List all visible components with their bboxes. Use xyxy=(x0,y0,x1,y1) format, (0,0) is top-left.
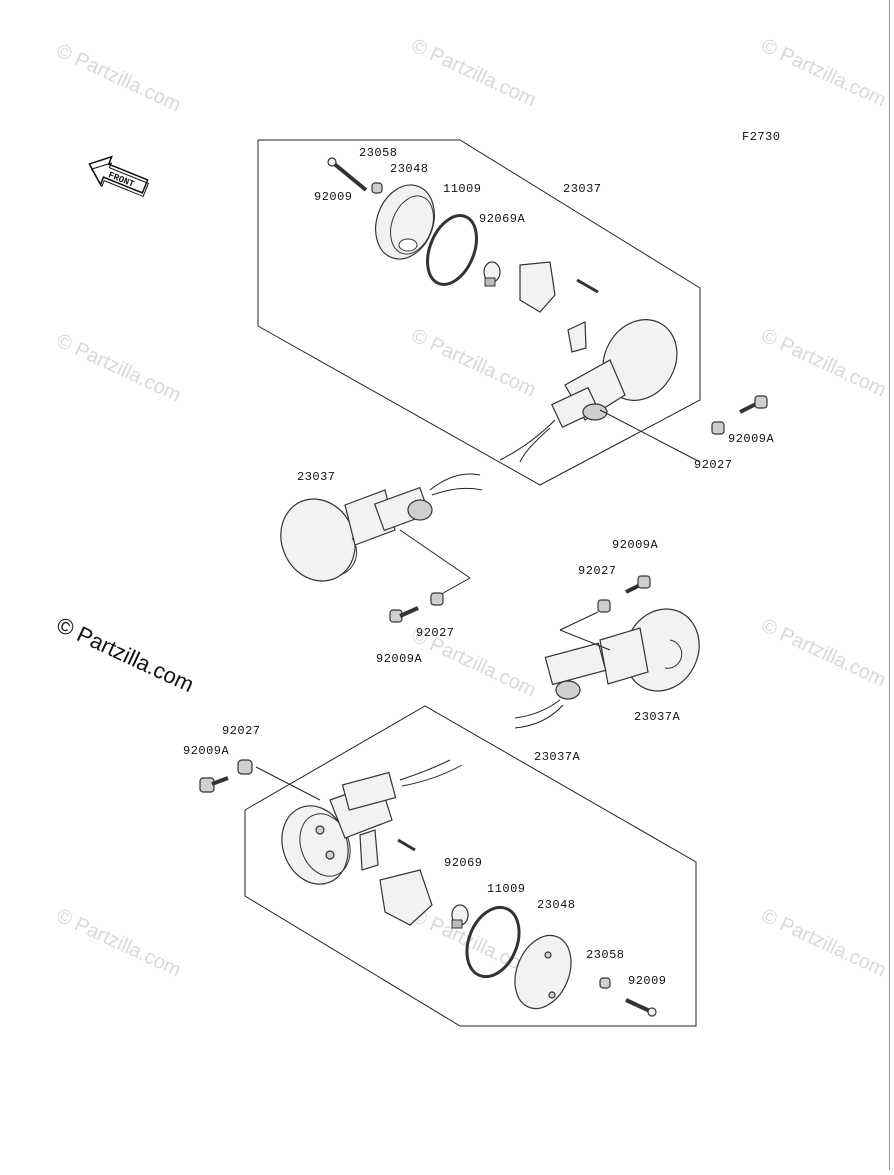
lens-23048 xyxy=(375,184,435,260)
housing-23037A-lower xyxy=(281,759,463,885)
bulb-92069 xyxy=(451,904,469,929)
part-label: 23048 xyxy=(390,162,429,176)
part-label: 23048 xyxy=(537,898,576,912)
housing-23037 xyxy=(499,319,678,463)
part-label: 23037 xyxy=(563,182,602,196)
part-label: 92069A xyxy=(479,212,526,226)
watermark: © Partzilla.com xyxy=(53,40,184,117)
small-screw xyxy=(576,278,599,294)
part-label: 23058 xyxy=(359,146,398,160)
small-screw xyxy=(397,838,416,852)
upper-assembly: 23058 23048 92009 11009 92069A 23037 920… xyxy=(257,139,775,486)
nut-23058 xyxy=(371,182,383,194)
part-label: 92009A xyxy=(376,652,423,666)
right-light-assembly: 92009A 92027 23037A xyxy=(514,538,700,729)
watermark-strong: © Partzilla.com xyxy=(53,612,198,697)
socket-bracket xyxy=(379,869,433,926)
upper-group-outline xyxy=(257,139,701,486)
part-label: 92009A xyxy=(183,744,230,758)
lower-group-outline xyxy=(244,705,697,1027)
part-label: 92027 xyxy=(694,458,733,472)
leader-line xyxy=(255,766,321,801)
part-label: 23058 xyxy=(586,948,625,962)
nut-23058 xyxy=(599,977,611,989)
bulb-92069A xyxy=(483,261,501,287)
clip xyxy=(359,829,379,871)
leader-line xyxy=(437,577,471,597)
watermark: © Partzilla.com xyxy=(53,330,184,407)
lower-assembly: 92027 92009A 23037A 92069 11009 23048 23… xyxy=(183,705,697,1027)
leader-line xyxy=(559,611,599,631)
watermark: © Partzilla.com xyxy=(53,905,184,982)
gasket-11009 xyxy=(426,214,478,286)
part-label: 92069 xyxy=(444,856,483,870)
leader-line xyxy=(599,409,701,463)
part-label: 92009 xyxy=(628,974,667,988)
part-label: 92027 xyxy=(416,626,455,640)
part-label: 23037A xyxy=(634,710,681,724)
watermark: © Partzilla.com xyxy=(408,35,539,112)
part-label: 23037A xyxy=(534,750,581,764)
screw-92009 xyxy=(625,998,657,1017)
housing-23037A-right xyxy=(514,608,700,729)
left-light-assembly: 23037 92009A 92027 xyxy=(280,470,483,666)
washer-92027 xyxy=(597,599,611,613)
washer-92027 xyxy=(237,759,253,775)
watermark: © Partzilla.com xyxy=(758,905,889,982)
figure-code: F2730 xyxy=(742,130,781,144)
bolt-92009A xyxy=(625,575,651,594)
watermark: © Partzilla.com xyxy=(758,325,889,402)
bolt-92009A xyxy=(199,776,229,793)
watermark: © Partzilla.com xyxy=(758,615,889,692)
socket-bracket xyxy=(519,261,556,313)
clip xyxy=(567,321,587,353)
bolt-92009A xyxy=(389,606,419,623)
gasket-11009 xyxy=(465,905,521,979)
leader-line xyxy=(399,529,471,579)
part-label: 92009A xyxy=(612,538,659,552)
leader-line xyxy=(559,629,611,651)
part-label: 11009 xyxy=(487,882,526,896)
part-label: 92009 xyxy=(314,190,353,204)
lens-23048 xyxy=(514,934,572,1010)
washer-92027 xyxy=(430,592,444,606)
bolt-92009A xyxy=(739,395,768,414)
front-arrow-icon: FRONT xyxy=(88,155,150,198)
part-label: 92027 xyxy=(222,724,261,738)
watermarks: © Partzilla.com © Partzilla.com © Partzi… xyxy=(53,35,889,982)
screw-92009 xyxy=(327,157,368,192)
housing-23037-left xyxy=(280,473,483,582)
watermark: © Partzilla.com xyxy=(758,35,889,112)
washer-92027 xyxy=(711,421,725,435)
part-label: 11009 xyxy=(443,182,482,196)
part-label: 92027 xyxy=(578,564,617,578)
watermark: © Partzilla.com xyxy=(408,325,539,402)
part-label: 92009A xyxy=(728,432,775,446)
part-label: 23037 xyxy=(297,470,336,484)
page-edge xyxy=(889,0,890,1170)
